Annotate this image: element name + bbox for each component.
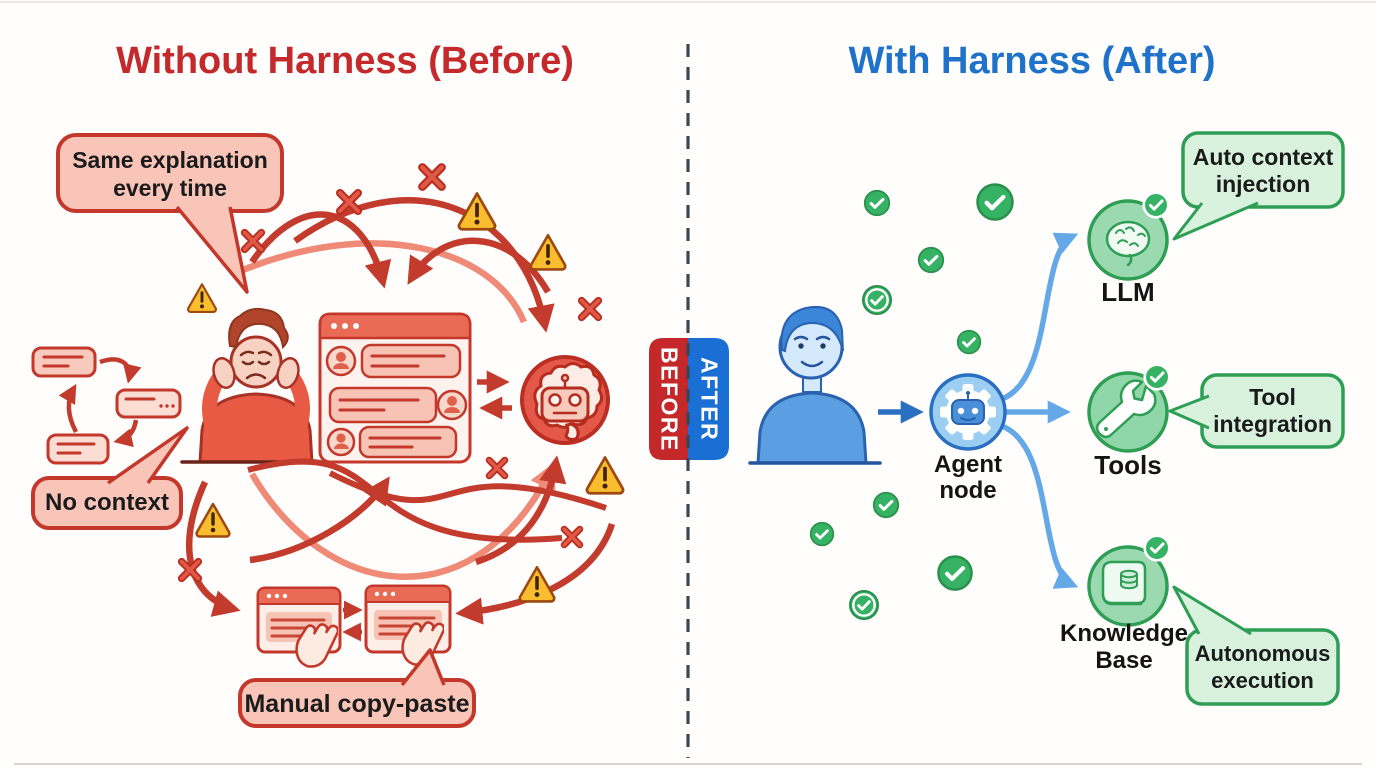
check-icon	[917, 246, 945, 274]
connector-arrows	[1000, 232, 1079, 589]
label-line: node	[939, 477, 997, 504]
ai-robot-icon	[520, 355, 610, 445]
speech-bubble-tool-integration	[1168, 373, 1345, 449]
tool-integration-bubble-text: Tool integration	[1202, 384, 1343, 438]
x-icon	[564, 529, 580, 545]
x-icon	[582, 301, 599, 318]
check-icon	[861, 284, 893, 316]
bubble-line: every time	[113, 175, 227, 201]
left-panel-title: Without Harness (Before)	[116, 40, 574, 82]
check-icon	[809, 521, 835, 547]
check-icon	[938, 556, 971, 589]
llm-node-label: LLM	[1101, 277, 1155, 307]
agent-node-icon	[929, 373, 1007, 451]
warning-icon	[517, 565, 557, 604]
chaos-arrows	[185, 197, 616, 625]
speech-bubble-autonomous-execution	[1172, 585, 1340, 706]
bubble-line: Tool	[1249, 384, 1296, 410]
message-chips-icon	[31, 346, 182, 465]
same-explanation-bubble-text: Same explanation every time	[58, 146, 282, 202]
exchange-arrows	[477, 370, 512, 420]
check-badge-icon	[1143, 363, 1171, 391]
warning-icon	[585, 455, 625, 496]
right-panel-title: With Harness (After)	[848, 40, 1216, 82]
right-scene	[748, 131, 1345, 706]
label-line: Knowledge	[1059, 620, 1188, 647]
bubble-line: Same explanation	[72, 147, 268, 173]
check-icon	[956, 329, 982, 355]
no-context-bubble-text: No context	[44, 489, 169, 516]
chat-window-icon	[318, 312, 472, 464]
manual-copy-paste-bubble-text: Manual copy-paste	[244, 690, 470, 718]
tools-node-label: Tools	[1094, 450, 1162, 480]
label-line: Base	[1095, 647, 1153, 674]
agent-node-label: Agent node	[906, 452, 1030, 504]
speech-bubble-manual-copy-paste	[238, 648, 476, 728]
tools-node-icon	[1087, 363, 1171, 453]
bubble-line: execution	[1211, 668, 1314, 693]
x-icon	[489, 460, 505, 476]
check-badge-icon	[1143, 534, 1171, 562]
knowledge-base-node-icon	[1087, 534, 1171, 627]
warning-icon	[186, 282, 218, 314]
speech-bubble-no-context	[31, 426, 189, 530]
speech-bubble-auto-context	[1172, 131, 1345, 241]
before-label: BEFORE	[656, 346, 683, 452]
bubble-line: integration	[1213, 411, 1332, 437]
frustrated-person-icon	[180, 307, 320, 464]
check-icon	[978, 185, 1013, 220]
bubble-line: injection	[1215, 171, 1311, 197]
check-icon	[863, 189, 891, 217]
auto-context-bubble-text: Auto context injection	[1183, 144, 1343, 198]
llm-node-icon	[1087, 191, 1170, 281]
after-label: AFTER	[696, 356, 723, 442]
warning-icon	[194, 502, 232, 539]
left-scene	[31, 133, 625, 728]
warning-icon	[528, 233, 568, 272]
x-icon	[422, 167, 441, 186]
bubble-line: Auto context	[1192, 144, 1334, 170]
label-line: Agent	[934, 451, 1002, 478]
knowledge-base-node-label: Knowledge Base	[1044, 620, 1204, 674]
speech-bubble-same-explanation	[56, 133, 284, 294]
copy-paste-windows-icon	[256, 584, 452, 668]
before-after-badge	[649, 338, 729, 460]
bubble-line: Autonomous	[1194, 641, 1331, 666]
happy-person-icon	[748, 306, 882, 465]
check-badge-icon	[1142, 191, 1170, 219]
check-icon	[848, 589, 880, 621]
x-icon	[245, 233, 262, 250]
check-icon	[872, 491, 900, 519]
autonomous-execution-bubble-text: Autonomous execution	[1187, 640, 1338, 694]
